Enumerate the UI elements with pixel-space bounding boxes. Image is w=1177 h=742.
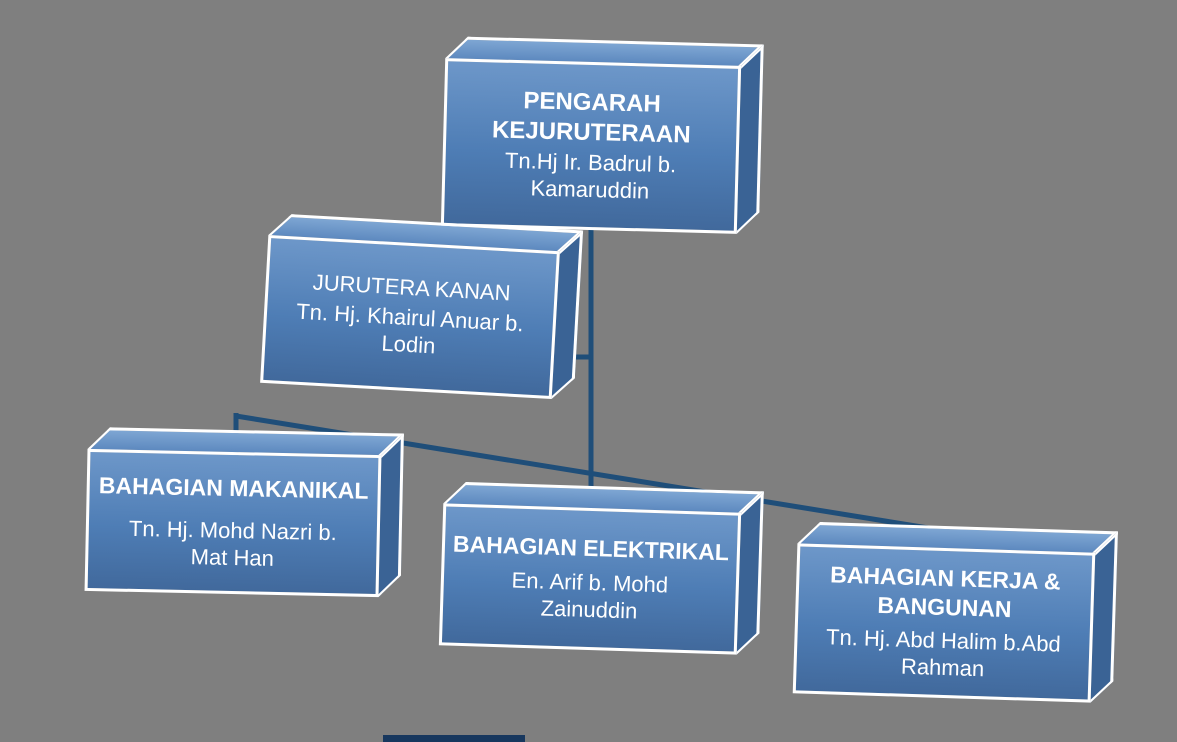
node-face: BAHAGIAN MAKANIKAL Tn. Hj. Mohd Nazri b.…: [84, 448, 382, 598]
node-person: Tn.Hj Ir. Badrul b. Kamaruddin: [504, 147, 677, 204]
node-title: BAHAGIAN MAKANIKAL: [98, 472, 369, 505]
node-face: BAHAGIAN KERJA & BANGUNAN Tn. Hj. Abd Ha…: [792, 543, 1096, 703]
node-title: BAHAGIAN ELEKTRIKAL: [452, 531, 730, 566]
node-person: En. Arif b. Mohd Zainuddin: [511, 567, 669, 624]
org-node-bahagian-kerja-bangunan[interactable]: BAHAGIAN KERJA & BANGUNAN Tn. Hj. Abd Ha…: [792, 522, 1118, 703]
org-node-jurutera-kanan[interactable]: JURUTERA KANAN Tn. Hj. Khairul Anuar b. …: [260, 214, 584, 400]
org-node-bahagian-makanikal[interactable]: BAHAGIAN MAKANIKAL Tn. Hj. Mohd Nazri b.…: [84, 427, 404, 598]
node-face: BAHAGIAN ELEKTRIKAL En. Arif b. Mohd Zai…: [438, 503, 742, 655]
org-node-bahagian-elektrikal[interactable]: BAHAGIAN ELEKTRIKAL En. Arif b. Mohd Zai…: [438, 482, 764, 655]
node-face: JURUTERA KANAN Tn. Hj. Khairul Anuar b. …: [260, 234, 560, 400]
node-title: PENGARAH KEJURUTERAAN: [491, 87, 692, 149]
cutoff-shape-bottom: [383, 735, 525, 742]
node-face: PENGARAH KEJURUTERAAN Tn.Hj Ir. Badrul b…: [440, 58, 742, 234]
node-person: Tn. Hj. Abd Halim b.Abd Rahman: [825, 623, 1062, 682]
node-title: BAHAGIAN KERJA & BANGUNAN: [829, 561, 1061, 622]
org-node-pengarah-kejuruteraan[interactable]: PENGARAH KEJURUTERAAN Tn.Hj Ir. Badrul b…: [440, 36, 764, 234]
node-side-face: [378, 433, 404, 598]
node-person: Tn. Hj. Mohd Nazri b. Mat Han: [128, 515, 338, 571]
